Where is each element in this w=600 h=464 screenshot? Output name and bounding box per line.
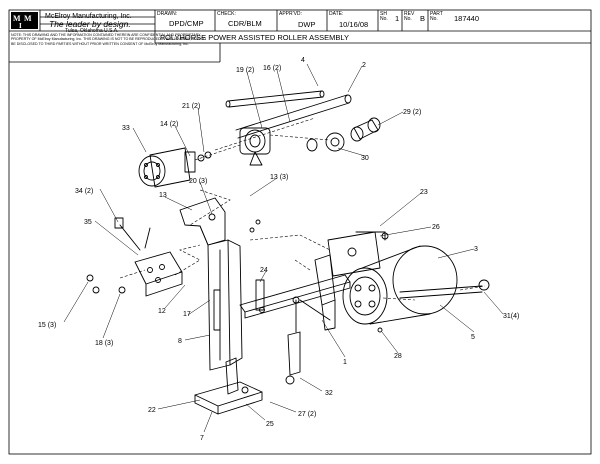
callout-32: 32 bbox=[325, 390, 333, 397]
callout-15: 15 (3) bbox=[38, 322, 56, 329]
callout-30: 30 bbox=[361, 155, 369, 162]
callout-29: 29 (2) bbox=[403, 109, 421, 116]
assembly-title: POLYHORSE POWER ASSISTED ROLLER ASSEMBLY bbox=[160, 33, 349, 42]
part-hydraulic-motor bbox=[138, 147, 212, 188]
callout-22: 22 bbox=[148, 407, 156, 414]
callout-31: 31(4) bbox=[503, 313, 519, 320]
sheet-value: 1 bbox=[395, 14, 400, 23]
part-top-shaft bbox=[225, 90, 325, 108]
part-main-frame bbox=[239, 254, 351, 331]
callout-2: 2 bbox=[362, 62, 366, 69]
date-label: DATE: bbox=[329, 11, 344, 17]
callout-35: 35 bbox=[84, 219, 92, 226]
part-roller-drum bbox=[342, 245, 458, 325]
callout-13-3: 13 (3) bbox=[270, 174, 288, 181]
callout-1: 1 bbox=[343, 359, 347, 366]
part-bearing bbox=[306, 132, 345, 152]
mmi-logo: M M I bbox=[11, 12, 38, 30]
callout-25: 25 bbox=[266, 421, 274, 428]
callout-14: 14 (2) bbox=[160, 121, 178, 128]
callout-labels: 1 2 3 4 5 7 8 12 13 13 (3) 14 (2) 15 (3)… bbox=[38, 57, 519, 442]
leader-lines bbox=[63, 63, 504, 433]
callout-5: 5 bbox=[471, 334, 475, 341]
callout-13: 13 bbox=[159, 192, 167, 199]
approved-value: DWP bbox=[298, 20, 316, 29]
drawn-value: DPD/CMP bbox=[169, 19, 204, 28]
callout-8: 8 bbox=[178, 338, 182, 345]
part-long-shaft bbox=[399, 279, 490, 299]
callout-16: 16 (2) bbox=[263, 65, 281, 72]
callout-27: 27 (2) bbox=[298, 411, 316, 418]
rev-label: REV No. bbox=[404, 11, 415, 22]
callout-20: 20 (3) bbox=[189, 178, 207, 185]
small-fasteners bbox=[86, 219, 383, 394]
svg-text:M: M bbox=[24, 14, 32, 23]
callout-23: 23 bbox=[420, 189, 428, 196]
check-value: CDR/BLM bbox=[228, 19, 262, 28]
part-value: 187440 bbox=[454, 14, 480, 23]
part-coupling bbox=[350, 117, 381, 142]
date-value: 10/16/08 bbox=[339, 20, 369, 29]
assembly-lines bbox=[119, 117, 486, 301]
part-control-valve bbox=[114, 217, 183, 297]
callout-12: 12 bbox=[158, 308, 166, 315]
callout-24: 24 bbox=[260, 267, 268, 274]
sheet-border bbox=[8, 9, 592, 455]
part-roller-shaft bbox=[235, 94, 352, 166]
part-end-plate bbox=[327, 231, 389, 277]
svg-text:M: M bbox=[13, 14, 21, 23]
callout-34: 34 (2) bbox=[75, 188, 93, 195]
rev-value: B bbox=[420, 14, 426, 23]
confidential-notice: NOTE: THIS DRAWING AND THE INFORMATION C… bbox=[11, 33, 206, 46]
company-city: Tulsa, Oklahoma U.S.A. bbox=[65, 28, 119, 34]
callout-19: 19 (2) bbox=[236, 67, 254, 74]
company-name: McElroy Manufacturing, Inc. bbox=[45, 13, 132, 20]
callout-26: 26 bbox=[432, 224, 440, 231]
callout-4: 4 bbox=[301, 57, 305, 64]
company-slogan: The leader by design. bbox=[49, 19, 131, 29]
part-base-foot bbox=[194, 357, 263, 415]
callout-33: 33 bbox=[122, 125, 130, 132]
part-slide-bar bbox=[255, 279, 265, 311]
callout-17: 17 bbox=[183, 311, 191, 318]
part-actuator bbox=[285, 296, 301, 385]
callout-3: 3 bbox=[474, 246, 478, 253]
callout-28: 28 bbox=[394, 353, 402, 360]
svg-text:I: I bbox=[19, 22, 22, 30]
title-block: McElroy Manufacturing, Inc. The leader b… bbox=[9, 10, 591, 60]
part-label: PART No. bbox=[430, 11, 443, 22]
drawn-label: DRAWN: bbox=[157, 11, 178, 17]
callout-18: 18 (3) bbox=[95, 340, 113, 347]
approved-label: APPR'VD: bbox=[279, 11, 302, 17]
assembly-geometry bbox=[86, 90, 490, 415]
callout-7: 7 bbox=[200, 435, 204, 442]
sheet-label: SH No. bbox=[380, 11, 388, 22]
part-vertical-post bbox=[207, 239, 243, 371]
check-label: CHECK: bbox=[217, 11, 236, 17]
part-mount-bracket bbox=[179, 197, 226, 246]
callout-21: 21 (2) bbox=[182, 103, 200, 110]
